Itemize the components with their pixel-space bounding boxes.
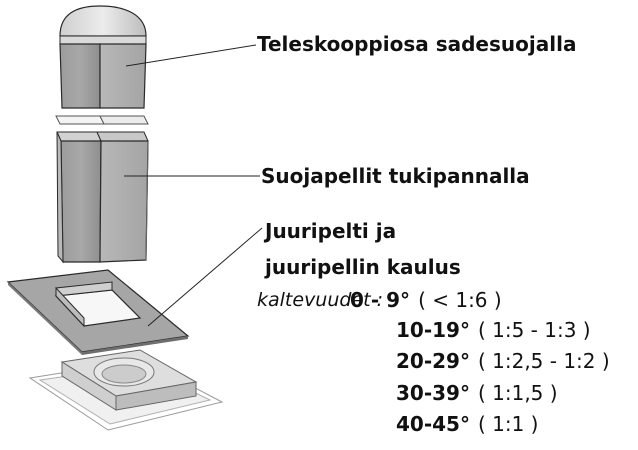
slope-row: 10-19° ( 1:5 - 1:3 ) bbox=[396, 318, 591, 342]
label-flashing-line1: Juuripelti ja bbox=[265, 219, 397, 243]
slope-row: 30-39° ( 1:1,5 ) bbox=[396, 381, 558, 405]
label-flashing-line2: juuripellin kaulus bbox=[265, 255, 461, 279]
label-telescope-part: Teleskooppiosa sadesuojalla bbox=[257, 32, 577, 56]
slope-row: 40-45° ( 1:1 ) bbox=[396, 412, 538, 436]
slope-degrees: 30-39° bbox=[396, 381, 470, 405]
slope-row: 0 - 9° ( < 1:6 ) bbox=[350, 288, 502, 312]
slope-ratio: ( 1:1,5 ) bbox=[477, 381, 558, 405]
slopes-intro: kaltevuudet : bbox=[257, 289, 384, 311]
slope-row: 20-29° ( 1:2,5 - 1:2 ) bbox=[396, 349, 610, 373]
slope-ratio: ( 1:5 - 1:3 ) bbox=[477, 318, 591, 342]
slope-ratio: ( 1:2,5 - 1:2 ) bbox=[477, 349, 610, 373]
slope-degrees: 0 - 9° bbox=[350, 288, 411, 312]
telescope-rain-cap bbox=[59, 5, 147, 109]
slope-degrees: 10-19° bbox=[396, 318, 470, 342]
leader-line-flashing bbox=[147, 227, 263, 327]
roof-flashing-plate bbox=[6, 269, 190, 355]
base-support-block bbox=[28, 349, 224, 431]
support-band bbox=[55, 115, 149, 125]
slope-degrees: 20-29° bbox=[396, 349, 470, 373]
label-casing: Suojapellit tukipannalla bbox=[261, 164, 530, 188]
slope-degrees: 40-45° bbox=[396, 412, 470, 436]
leader-line-telescope bbox=[125, 44, 257, 67]
casing-shell bbox=[56, 131, 149, 264]
slope-ratio: ( 1:1 ) bbox=[477, 412, 539, 436]
slope-ratio: ( < 1:6 ) bbox=[418, 288, 502, 312]
